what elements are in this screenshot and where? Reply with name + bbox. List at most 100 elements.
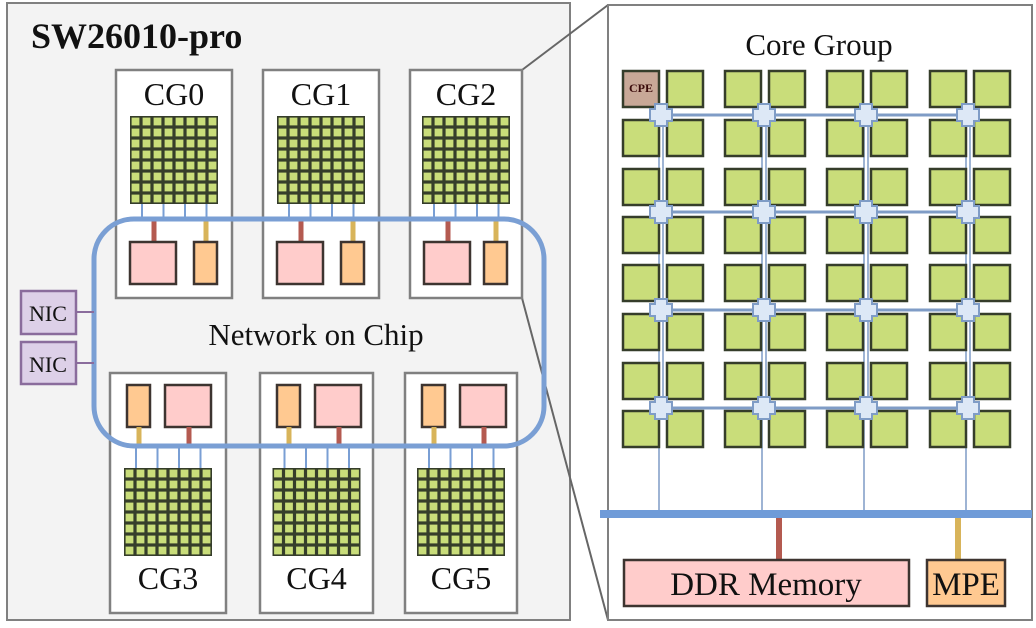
cpe-core (825, 69, 865, 109)
cpe-core (972, 361, 1012, 401)
mini-cpe (169, 524, 178, 533)
mini-cpe (500, 194, 509, 203)
mini-cpe (180, 513, 189, 522)
mini-cpe (180, 535, 189, 544)
mini-cpe (473, 513, 482, 522)
cpe-core (869, 312, 909, 352)
mini-cpe (180, 480, 189, 489)
cpe-core (928, 167, 968, 207)
mini-cpe (202, 480, 211, 489)
cpe-core (767, 69, 807, 109)
mini-cpe (318, 502, 326, 511)
mini-cpe (340, 513, 348, 522)
mini-cpe (136, 502, 145, 511)
mpe-box (192, 240, 219, 286)
cpe-core (928, 215, 968, 255)
router-icon (752, 298, 776, 322)
mini-cpe (197, 183, 206, 192)
mini-cpe (307, 491, 315, 500)
cpe-core (665, 118, 705, 158)
mini-cpe (289, 150, 298, 159)
mini-cpe (208, 128, 217, 137)
mini-cpe (344, 194, 353, 203)
mini-cpe (462, 491, 471, 500)
mini-cpe (478, 128, 487, 137)
mini-cpe (333, 117, 342, 126)
mini-cpe (169, 491, 178, 500)
mini-cpe (296, 546, 304, 555)
mini-cpe (164, 172, 173, 181)
mini-cpe (191, 480, 200, 489)
mini-cpe (311, 183, 320, 192)
nic-label: NIC (29, 352, 67, 377)
mini-cpe (158, 491, 167, 500)
mini-cpe (462, 513, 471, 522)
mini-cpe (307, 524, 315, 533)
mini-cpe (440, 535, 449, 544)
mini-cpe (423, 139, 432, 148)
mini-cpe (125, 535, 134, 544)
mini-cpe (278, 117, 287, 126)
cpe-core (723, 409, 763, 449)
mini-cpe (333, 194, 342, 203)
mini-cpe (344, 183, 353, 192)
ddr-memory-box (163, 383, 213, 429)
mini-cpe (423, 161, 432, 170)
mini-cpe (296, 480, 304, 489)
mini-cpe (164, 183, 173, 192)
router-icon (649, 396, 673, 420)
mini-cpe (191, 491, 200, 500)
mini-cpe (329, 513, 337, 522)
mini-cpe (333, 172, 342, 181)
core-group-label: CG3 (138, 560, 198, 596)
mini-cpe (456, 128, 465, 137)
mini-cpe (136, 480, 145, 489)
mini-cpe (418, 513, 427, 522)
mini-cpe (456, 150, 465, 159)
cpe-core (767, 312, 807, 352)
mini-cpe (355, 128, 364, 137)
mini-cpe (329, 491, 337, 500)
mini-cpe (440, 513, 449, 522)
cpe-core (825, 118, 865, 158)
cpe-core (928, 263, 968, 303)
mini-cpe (311, 161, 320, 170)
mini-cpe (191, 469, 200, 478)
mini-cpe (355, 117, 364, 126)
cpe-core (972, 263, 1012, 303)
mini-cpe (423, 194, 432, 203)
memory-bus (600, 510, 1032, 518)
mini-cpe (153, 161, 162, 170)
mini-cpe (307, 502, 315, 511)
mini-cpe (434, 183, 443, 192)
mini-cpe (296, 469, 304, 478)
mini-cpe (278, 161, 287, 170)
mini-cpe (169, 513, 178, 522)
mini-cpe (495, 524, 504, 533)
router-icon (956, 396, 980, 420)
mini-cpe (429, 502, 438, 511)
mini-cpe (296, 535, 304, 544)
router-icon (752, 200, 776, 224)
mini-cpe (322, 161, 331, 170)
mini-cpe (322, 139, 331, 148)
mini-cpe (274, 524, 282, 533)
mini-cpe (434, 139, 443, 148)
mini-cpe (467, 183, 476, 192)
mpe-box (339, 240, 366, 286)
mini-cpe (169, 502, 178, 511)
mini-cpe (136, 546, 145, 555)
mini-cpe (191, 546, 200, 555)
mini-cpe (307, 469, 315, 478)
mini-cpe (136, 524, 145, 533)
mini-cpe (125, 524, 134, 533)
mini-cpe (318, 513, 326, 522)
mini-cpe (484, 502, 493, 511)
mini-cpe (340, 524, 348, 533)
mini-cpe (180, 491, 189, 500)
mini-cpe (462, 469, 471, 478)
mini-cpe (175, 117, 184, 126)
mini-cpe (208, 139, 217, 148)
mini-cpe (142, 172, 151, 181)
mini-cpe (329, 546, 337, 555)
